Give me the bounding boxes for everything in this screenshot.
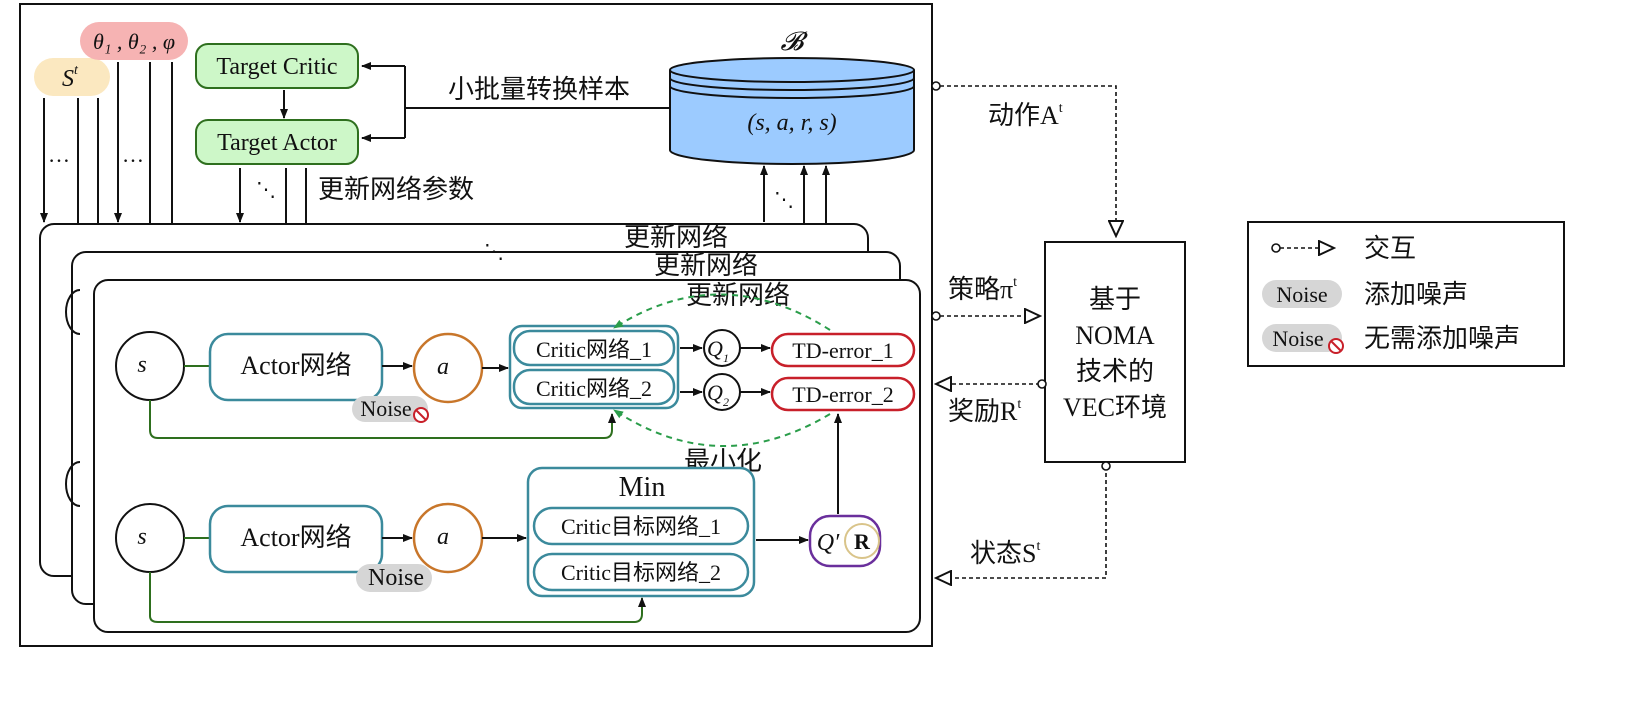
target-critic-label: Target Critic bbox=[216, 54, 337, 80]
action-node-1-label: a bbox=[437, 354, 449, 380]
update-net-2: 更新网络 bbox=[654, 251, 758, 280]
action-arrow-label: 动作At bbox=[988, 101, 1063, 130]
buffer-tuple: (s, a, r, s) bbox=[747, 110, 836, 136]
update-net-1: 更新网络 bbox=[624, 223, 728, 252]
no-noise-icon-slash bbox=[415, 409, 427, 421]
action-node-2-label: a bbox=[437, 524, 449, 550]
dots-mid: … bbox=[122, 142, 144, 167]
state-input-label: St bbox=[62, 63, 79, 92]
state1-to-critic-link bbox=[149, 400, 616, 439]
interaction-arrows bbox=[936, 85, 1116, 578]
state2-to-target-link bbox=[149, 572, 646, 623]
target-critic-1-box bbox=[532, 506, 750, 546]
td-error-1-label: TD-error_1 bbox=[792, 338, 893, 363]
noise-chip-2 bbox=[356, 564, 432, 592]
target-critic-1-label: Critic目标网络_1 bbox=[561, 514, 721, 539]
reward-node-label: R bbox=[854, 529, 871, 554]
env-line-3: 技术的 bbox=[1076, 357, 1154, 386]
state-arrow-label: 状态St bbox=[970, 539, 1040, 568]
dots-actor: ⋱ bbox=[256, 179, 276, 201]
noise-chip-2-label: Noise bbox=[368, 565, 424, 591]
update-arc-top bbox=[613, 293, 831, 331]
critic-2-label: Critic网络_2 bbox=[536, 376, 652, 401]
legend-no-noise-chip-label: Noise bbox=[1272, 326, 1323, 351]
outer-frame bbox=[19, 3, 933, 647]
target-critic-2-label: Critic目标网络_2 bbox=[561, 560, 721, 585]
state-node-2 bbox=[115, 503, 185, 573]
legend-add-noise-label: 添加噪声 bbox=[1364, 280, 1468, 309]
state-node-1-label: s bbox=[137, 352, 146, 378]
interaction-origin-dots bbox=[931, 81, 1111, 471]
minibatch-bracket bbox=[361, 62, 670, 142]
env-line-4: VEC环境 bbox=[1063, 393, 1167, 422]
dots-panels: ⋱ bbox=[484, 241, 504, 263]
critic-2-box bbox=[512, 368, 676, 406]
env-line-1: 基于 bbox=[1089, 285, 1141, 314]
td-error-2-label: TD-error_2 bbox=[792, 382, 893, 407]
replay-buffer bbox=[669, 57, 915, 165]
policy-arrow-label: 策略πt bbox=[948, 275, 1017, 304]
qprime-label: Q′ bbox=[817, 530, 840, 556]
legend-interact-dot bbox=[1271, 243, 1281, 253]
actor-box-1-label: Actor网络 bbox=[240, 351, 351, 380]
dots-left: … bbox=[48, 142, 70, 167]
legend-no-noise-label: 无需添加噪声 bbox=[1364, 324, 1520, 353]
td-error-2-box bbox=[770, 376, 916, 412]
legend-noise-chip bbox=[1262, 280, 1342, 308]
critic-1-label: Critic网络_1 bbox=[536, 337, 652, 362]
q1-label: Q1 bbox=[707, 336, 729, 365]
legend-interact-label: 交互 bbox=[1364, 234, 1416, 263]
noise-chip-1 bbox=[352, 396, 428, 422]
dots-buffer: ⋱ bbox=[774, 189, 794, 211]
state-node-2-label: s bbox=[137, 524, 146, 550]
reward-arrow-label: 奖励Rt bbox=[948, 397, 1021, 426]
td-error-1-box bbox=[770, 332, 916, 368]
target-critic-box bbox=[195, 43, 359, 89]
minibatch-label: 小批量转换样本 bbox=[448, 75, 630, 104]
update-arc-bottom bbox=[613, 409, 831, 447]
legend-no-noise-chip bbox=[1262, 324, 1342, 352]
peek-circle-2 bbox=[65, 461, 81, 507]
actor-box-2-label: Actor网络 bbox=[240, 523, 351, 552]
env-box bbox=[1044, 241, 1186, 463]
peek-circle-1 bbox=[65, 289, 81, 335]
target-critic-2-box bbox=[532, 552, 750, 592]
legend-no-noise-icon-slash bbox=[1330, 340, 1342, 352]
params-input-pill bbox=[80, 22, 188, 60]
target-actor-label: Target Actor bbox=[217, 130, 337, 156]
env-line-2: NOMA bbox=[1075, 321, 1155, 350]
reward-node bbox=[844, 523, 880, 559]
buffer-title: 𝓑 bbox=[781, 27, 809, 56]
critic-1-box bbox=[512, 329, 676, 367]
update-params-label: 更新网络参数 bbox=[318, 175, 474, 204]
legend-noise-chip-label: Noise bbox=[1276, 282, 1327, 307]
noise-chip-1-label: Noise bbox=[360, 396, 411, 421]
params-input-label: θ₁ , θ₂ , φ bbox=[93, 29, 175, 54]
target-actor-box bbox=[195, 119, 359, 165]
state-node-1 bbox=[115, 331, 185, 401]
min-label: Min bbox=[619, 472, 666, 503]
q2-label: Q2 bbox=[707, 380, 729, 409]
state-input-pill bbox=[34, 58, 110, 96]
